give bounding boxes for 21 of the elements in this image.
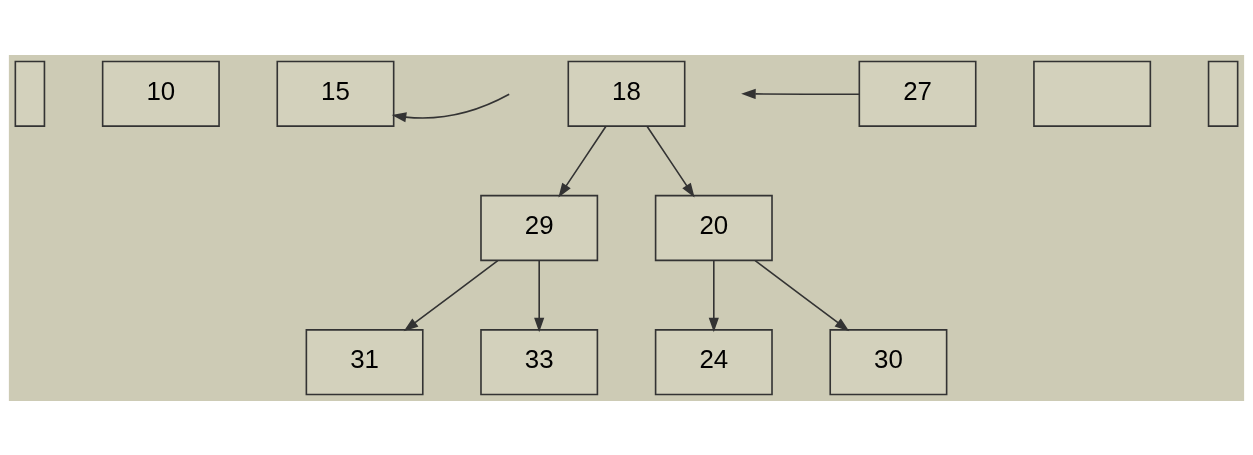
- node-box: 10: [101, 60, 220, 127]
- arrow: [708, 259, 719, 332]
- node-box: 30: [829, 328, 948, 395]
- arrow: [534, 259, 545, 332]
- arrow: [391, 93, 510, 122]
- node-box: 31: [305, 328, 424, 395]
- node-box: 24: [654, 328, 773, 395]
- node-box: 20: [654, 194, 773, 261]
- node-box: [1033, 60, 1152, 127]
- node-box: [1207, 60, 1239, 127]
- arrow: [403, 259, 499, 331]
- node-box: 33: [480, 328, 599, 395]
- node-box: 15: [276, 60, 395, 127]
- arrow: [741, 88, 860, 99]
- arrow: [646, 125, 695, 198]
- node-box: 18: [567, 60, 686, 127]
- node-box: 27: [858, 60, 977, 127]
- arrow: [754, 259, 850, 331]
- node-box: 29: [480, 194, 599, 261]
- node-box: [14, 60, 46, 127]
- arrow: [558, 125, 607, 198]
